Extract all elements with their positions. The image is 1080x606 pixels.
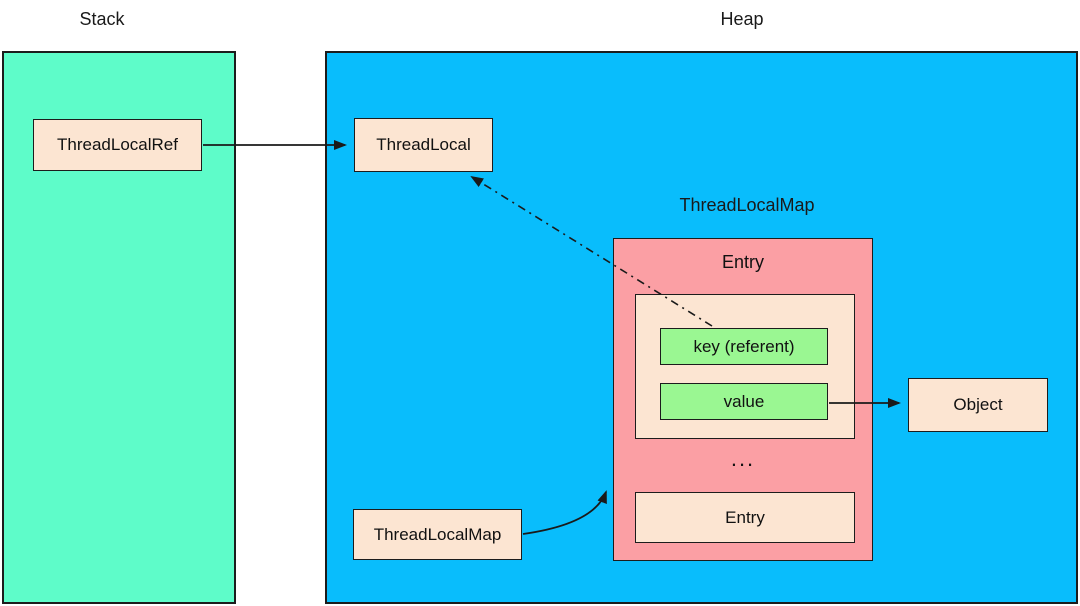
threadlocal-box: ThreadLocal [354, 118, 493, 172]
entry-value-cell: value [660, 383, 828, 420]
threadlocalmap-title: ThreadLocalMap [679, 195, 815, 215]
entry-value-label: value [723, 391, 765, 411]
object-label: Object [953, 395, 1003, 414]
threadlocalmap-ref-box: ThreadLocalMap [353, 509, 522, 560]
threadlocalref-box: ThreadLocalRef [33, 119, 202, 171]
stack-region-title: Stack [79, 9, 125, 29]
more-entries-ellipsis: ... [730, 446, 756, 471]
entry-key-cell: key (referent) [660, 328, 828, 365]
threadlocal-label: ThreadLocal [376, 135, 471, 154]
threadlocalref-label: ThreadLocalRef [57, 135, 178, 154]
threadlocalmap-ref-label: ThreadLocalMap [373, 524, 502, 544]
object-box: Object [908, 378, 1048, 432]
heap-region-title: Heap [720, 9, 764, 29]
entry-bottom-label: Entry [725, 507, 765, 527]
entry-key-label: key (referent) [693, 336, 795, 356]
entry-bottom-box: Entry [635, 492, 855, 543]
entry-top-label: Entry [721, 252, 764, 272]
